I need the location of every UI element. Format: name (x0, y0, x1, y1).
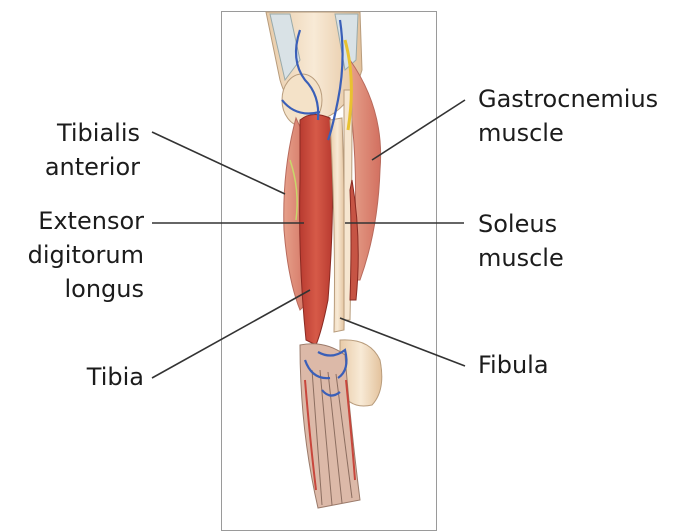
leader-tibia (152, 290, 310, 378)
label-soleus-muscle: Soleus muscle (478, 207, 564, 275)
label-line: digitorum (10, 238, 144, 272)
label-line: longus (10, 272, 144, 306)
label-extensor-digitorum-longus: Extensor digitorum longus (10, 204, 144, 306)
label-line: Gastrocnemius (478, 82, 658, 116)
label-line: Tibialis (18, 116, 140, 150)
label-line: Extensor (10, 204, 144, 238)
leader-gastrocnemius (372, 100, 465, 160)
label-line: muscle (478, 241, 564, 275)
label-fibula: Fibula (478, 348, 549, 382)
label-line: Soleus (478, 207, 564, 241)
label-line: Tibia (60, 360, 144, 394)
label-line: anterior (18, 150, 140, 184)
leader-tibialis (152, 132, 285, 194)
label-tibia: Tibia (60, 360, 144, 394)
extensor-digitorum-shape (300, 114, 333, 345)
label-line: Fibula (478, 348, 549, 382)
label-line: muscle (478, 116, 658, 150)
label-gastrocnemius-muscle: Gastrocnemius muscle (478, 82, 658, 150)
label-tibialis-anterior: Tibialis anterior (18, 116, 140, 184)
